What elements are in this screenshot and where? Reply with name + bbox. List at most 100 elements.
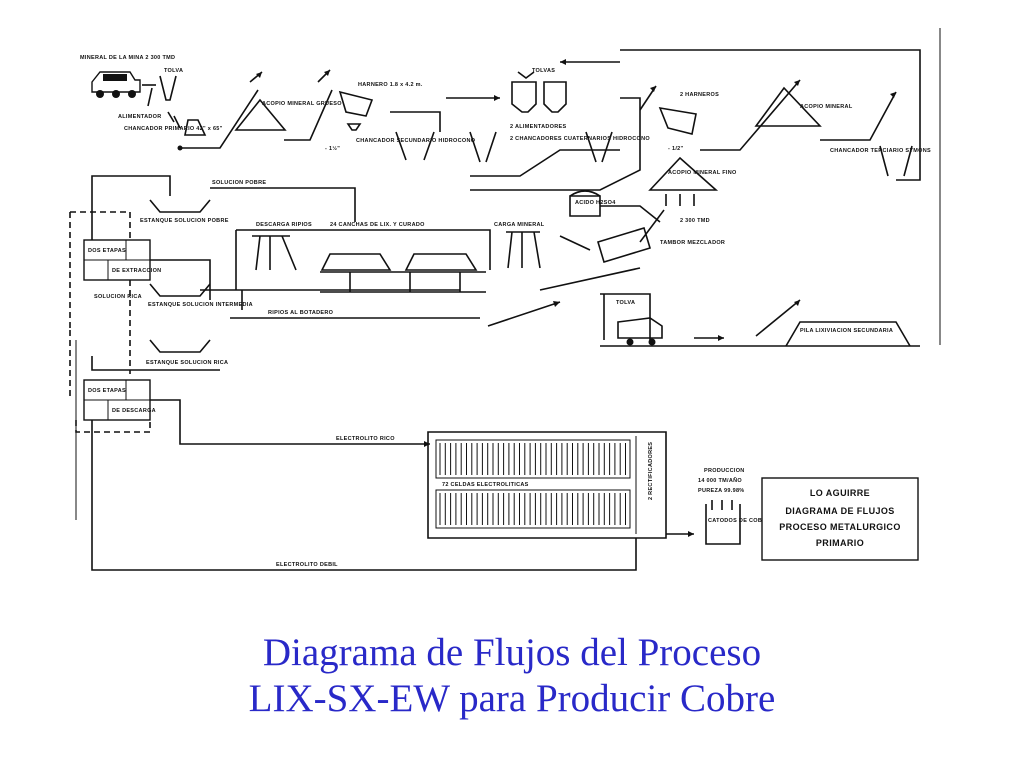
tambor-mezclador-shape [597,227,651,263]
return-loop-line [620,49,921,181]
tambor-to-carga [559,235,591,251]
label-canchas: 24 CANCHAS DE LIX. Y CURADO [330,222,425,228]
label-malla: - 1½" [325,145,340,152]
label-electrolito-rico: ELECTROLITO RICO [336,436,395,442]
label-estanque-rica: ESTANQUE SOLUCION RICA [146,360,228,366]
chancador-secundario-shape [395,131,435,161]
haul-truck-icon [617,317,663,339]
label-acopio-mineral: ACOPIO MINERAL [800,104,853,110]
label-chancador-terciario: CHANCADOR TERCIARIO SYMONS [830,148,931,154]
label-tolva: TOLVA [164,68,183,74]
canchas-drain [200,230,460,291]
label-sx-descarga-2: DE DESCARGA [112,408,156,414]
label-sx-extraccion-1: DOS ETAPAS [88,248,126,254]
label-catodos: CATODOS DE COBRE [708,518,770,524]
line-to-fino [470,97,641,191]
label-chancadores-cuat: 2 CHANCADORES CUATERNARIOS HIDROCONO [510,136,650,142]
label-rectificadores: 2 RECTIFICADORES [648,442,654,500]
process-flow-diagram: MINERAL DE LA MINA 2 300 TMD TOLVA ALIME… [69,28,941,571]
label-produccion-tm: 14 000 TM/AÑO [698,477,742,484]
descarga-crane [252,235,297,271]
harnero-2-shape [658,106,697,135]
label-estanque-pobre: ESTANQUE SOLUCION POBRE [140,218,229,224]
conveyor-to-harnero [284,89,333,141]
mine-truck-icon [91,71,141,98]
ripios-arrow-line [487,301,561,327]
acid-tank [569,195,601,217]
line-rica-to-sx [91,356,220,371]
label-acido: ACIDO H2SO4 [575,200,616,206]
acopio-grueso-pile [234,98,287,131]
acopio-fino-pile [648,156,719,191]
harnero-1-hopper [346,123,362,131]
label-malla-fino: - 1/2" [668,146,684,152]
label-celdas: 72 CELDAS ELECTROLITICAS [442,482,529,488]
label-mina: MINERAL DE LA MINA 2 300 TMD [80,55,175,61]
label-info-1: LO AGUIRRE [810,488,870,498]
feed-line-1 [147,87,153,107]
label-chancador-secundario: CHANCADOR SECUNDARIO HIDROCONO [356,138,476,144]
cells-top-row [439,443,626,475]
fino-arrows [665,194,695,206]
label-tolva-truck: TOLVA [616,300,635,306]
chancador-terciario-shape [879,145,913,177]
catodos-bin [705,504,741,545]
label-estanque-intermedia: ESTANQUE SOLUCION INTERMEDIA [148,302,253,308]
harnero-1-shape [338,90,374,117]
organic-loop-top [70,211,131,240]
cuat-1-shape [469,131,497,163]
label-sx-extraccion-2: DE EXTRACCION [112,268,161,274]
line-electrolito-rico [150,399,430,445]
tolva-a [511,81,537,113]
arrow-tolvas [517,71,535,79]
acid-line [600,205,661,223]
label-solucion-rica: SOLUCION RICA [94,294,142,300]
slide-title-line-2: LIX-SX-EW para Producir Cobre [248,677,776,720]
estanque-rica-shape [149,339,211,353]
label-harnero-1: HARNERO 1.8 x 4.2 m. [358,82,423,88]
line-pobre-to-sx [91,175,171,256]
conveyor-primario [180,89,259,149]
line-solucion-pobre [210,187,356,222]
slide-title-line-1: Diagrama de Flujos del Proceso [262,631,762,674]
tolva-truck-frame [600,293,651,340]
acopio-mineral-pile [754,86,822,127]
tolva-b [543,81,567,113]
carga-crane [506,231,541,269]
pila-return-line [539,267,641,291]
organic-loop-bottom [69,330,151,433]
line-fino-tambor [639,209,665,243]
label-ripios-botadero: RIPIOS AL BOTADERO [268,310,334,316]
label-sx-descarga-1: DOS ETAPAS [88,388,126,394]
label-harneros-2: 2 HARNEROS [680,92,719,98]
label-acopio-fino: ACOPIO MINERAL FINO [668,170,737,176]
label-info-4: PRIMARIO [816,538,864,548]
alimentador-shape [167,111,181,129]
line-electrolito-debil [91,420,637,571]
cancha-1 [320,253,392,271]
conveyor-terciario [820,91,897,141]
catodos-plates [711,500,733,510]
line-sx-to-intermedia [150,259,211,300]
organic-loop-mid [69,212,131,374]
conveyor-acopio [700,79,801,151]
label-descarga-ripios: DESCARGA RIPIOS [256,222,312,228]
pila-shape [785,321,911,347]
label-solucion-pobre: SOLUCION POBRE [212,180,266,186]
label-pila: PILA LIXIVIACION SECUNDARIA [800,328,893,334]
label-produccion: PRODUCCION [704,468,745,474]
info-title-block [761,477,919,561]
label-chancador-primario: CHANCADOR PRIMARIO 42" x 65" [124,126,223,132]
label-info-3: PROCESO METALURGICO [779,522,900,532]
tolva-hopper [159,75,177,101]
acid-tank-dome [569,190,601,197]
estanque-intermedia-shape [149,283,211,297]
label-info-2: DIAGRAMA DE FLUJOS [785,506,894,516]
label-tambor: TAMBOR MEZCLADOR [660,240,725,246]
cells-bottom-row [439,493,626,525]
tankhouse [427,431,667,539]
chancador-primario-shape [184,119,207,136]
label-electrolito-debil: ELECTROLITO DEBIL [276,562,338,568]
canchas-base [320,271,486,293]
cancha-2 [404,253,478,271]
